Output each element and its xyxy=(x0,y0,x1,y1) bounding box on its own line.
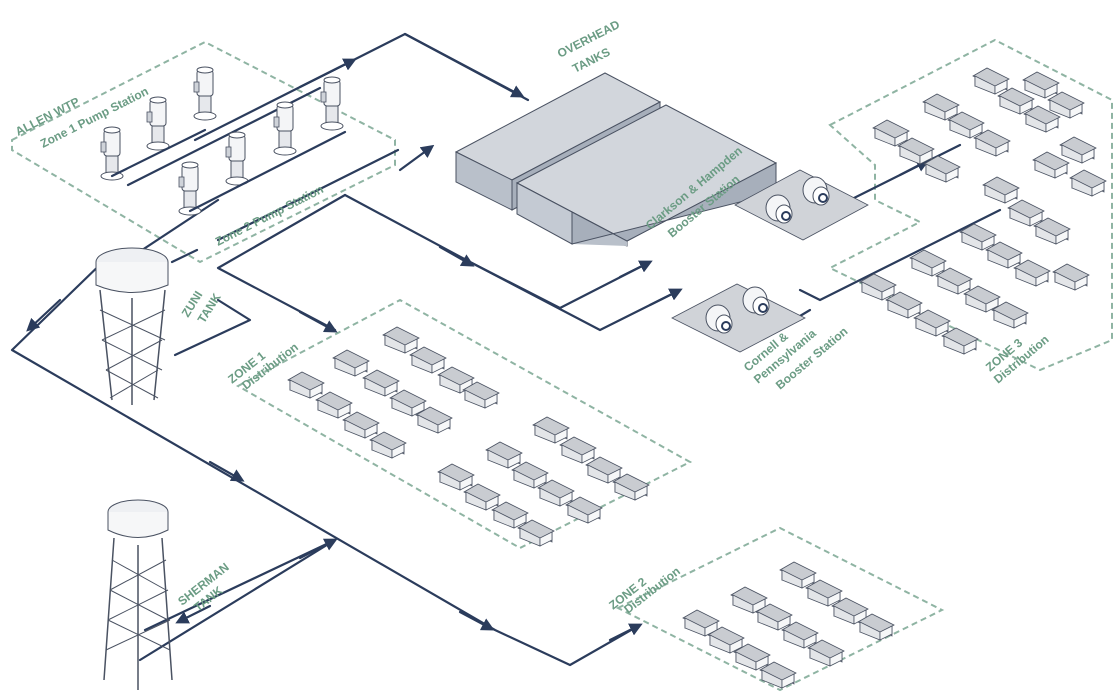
zone1-houses xyxy=(288,327,649,546)
zuni-tank xyxy=(96,248,168,405)
sherman-tank xyxy=(104,500,172,690)
zone2-houses xyxy=(683,562,894,688)
zone3-distribution-zone xyxy=(830,40,1112,370)
zone1-distribution-zone xyxy=(238,300,690,548)
